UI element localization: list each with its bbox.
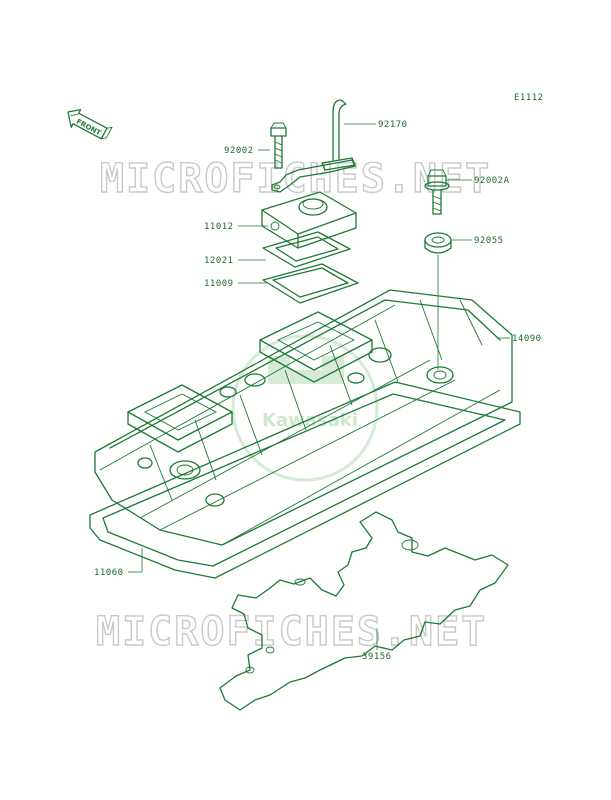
part-11009-gasket [262,263,359,304]
front-arrow-icon: FRONT [67,108,113,140]
part-92055-grommet [424,232,452,254]
part-14090-head-cover [94,289,513,546]
callout-12021: 12021 [204,256,234,266]
kawasaki-logo: Kawasaki [231,334,379,482]
part-bracket [271,159,356,193]
callout-11012: 11012 [204,222,234,232]
watermark-bottom: MICROFICHES.NET [96,609,487,655]
callout-39156: 39156 [362,652,392,662]
part-12021-gasket [262,231,351,268]
kawasaki-logo-text: Kawasaki [262,410,358,431]
part-11060-gasket [89,381,521,579]
part-11012-cover [261,191,357,249]
part-92002A-bolt [424,169,450,215]
callout-92055: 92055 [474,236,504,246]
callout-11060: 11060 [94,568,124,578]
callout-92170: 92170 [378,120,408,130]
callout-11009: 11009 [204,279,234,289]
figure-code: E1112 [514,93,544,103]
callout-92002A: 92002A [474,176,510,186]
callout-14090: 14090 [512,334,542,344]
callout-92002: 92002 [224,146,254,156]
part-92002-bolt [270,122,287,169]
watermark-top: MICROFICHES.NET [100,156,491,202]
part-39156-plate [219,511,509,711]
